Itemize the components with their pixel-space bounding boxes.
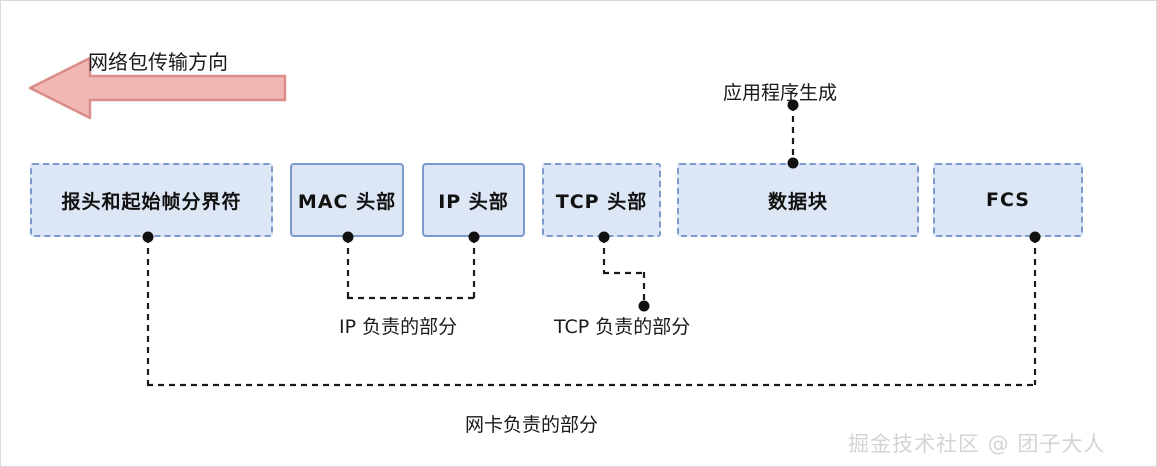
annotation-tcp-responsible: TCP 负责的部分	[554, 316, 691, 338]
packet-box-label: FCS	[986, 189, 1030, 211]
packet-box-label: 报头和起始帧分界符	[61, 190, 242, 213]
annotation-app-generated: 应用程序生成	[723, 82, 838, 104]
packet-box-ip-header[interactable]: IP 头部	[422, 163, 525, 237]
packet-box-preamble[interactable]: 报头和起始帧分界符	[30, 163, 273, 237]
transmission-direction-label: 网络包传输方向	[88, 50, 228, 74]
annotation-nic-responsible: 网卡负责的部分	[465, 414, 599, 436]
packet-box-tcp-header[interactable]: TCP 头部	[542, 163, 661, 237]
connector-ip-responsible	[342, 231, 480, 300]
packet-box-mac-header[interactable]: MAC 头部	[290, 163, 404, 237]
connector-nic-responsible	[142, 231, 1041, 387]
watermark: 掘金技术社区 @ 团子大人	[848, 432, 1106, 456]
annotation-ip-responsible: IP 负责的部分	[339, 316, 458, 338]
packet-box-data-block[interactable]: 数据块	[677, 163, 919, 237]
connector-tcp-responsible	[598, 231, 650, 312]
packet-box-label: TCP 头部	[555, 190, 648, 213]
packet-box-label: 数据块	[767, 190, 828, 213]
packet-box-label: MAC 头部	[297, 190, 397, 213]
connector-app-generated	[787, 99, 799, 169]
packet-box-fcs[interactable]: FCS	[933, 163, 1083, 237]
packet-box-label: IP 头部	[438, 190, 509, 213]
